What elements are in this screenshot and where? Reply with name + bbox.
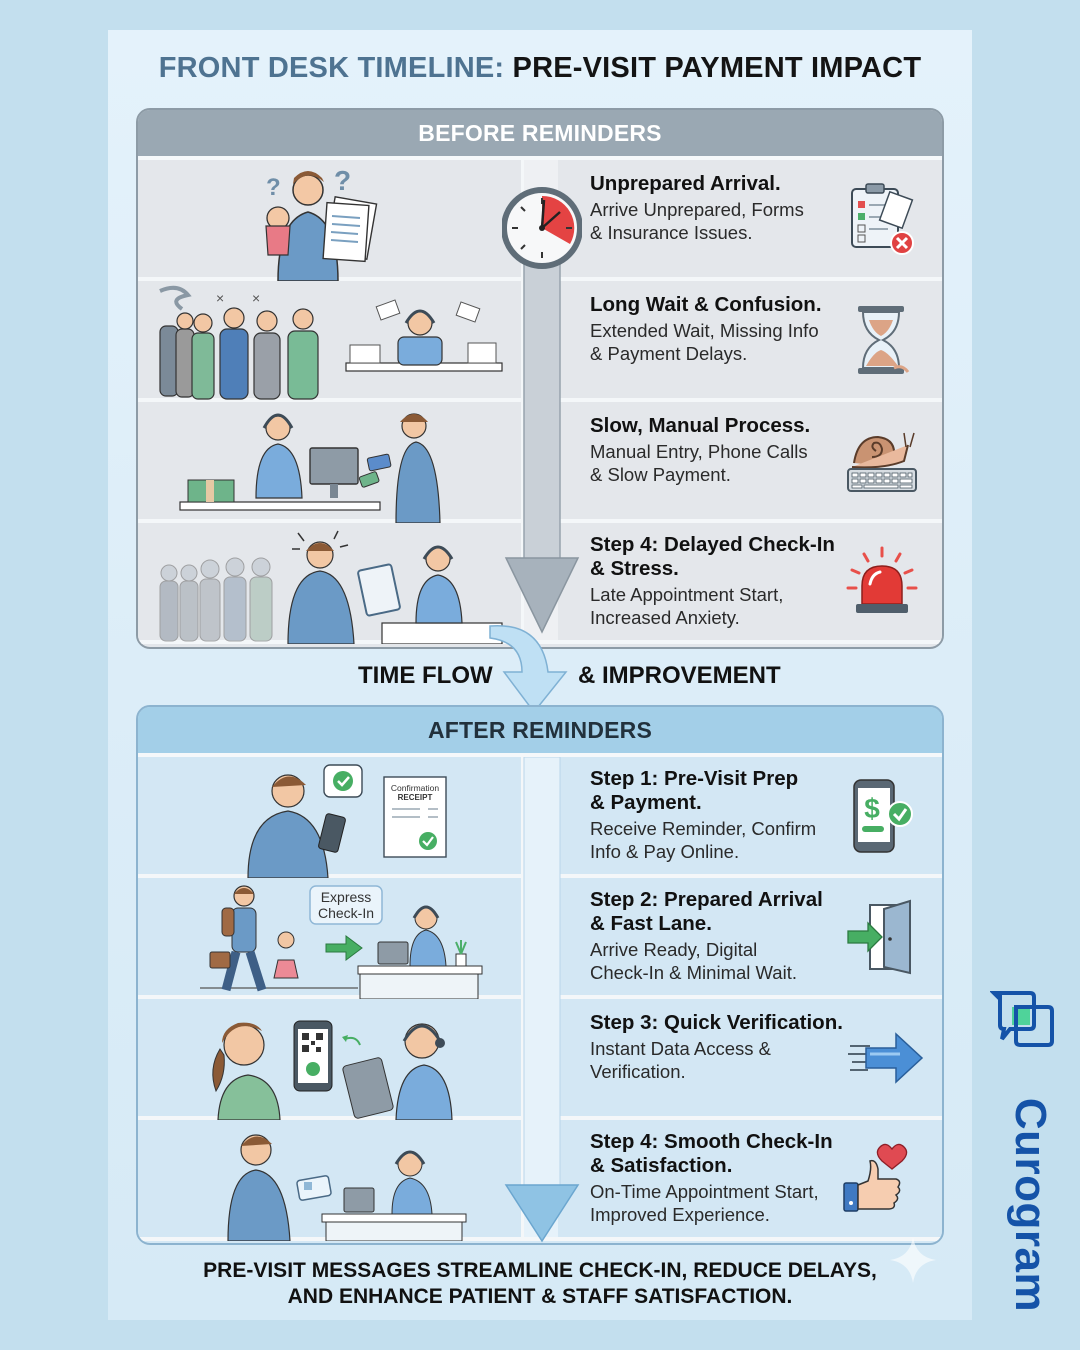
illustration-phone-confirmation: Confirmation RECEIPT xyxy=(138,757,524,879)
illustration-express-checkin: Express Check-In xyxy=(138,878,524,1000)
row-heading-line-1: Step 2: Prepared Arrival xyxy=(590,888,823,911)
before-row-2-text: Long Wait & Confusion. Extended Wait, Mi… xyxy=(558,281,942,398)
row-heading-line-1: Step 1: Pre-Visit Prep xyxy=(590,767,799,790)
row-description-line-2: & Payment Delays. xyxy=(590,342,748,364)
receipt-subtitle: RECEIPT xyxy=(398,793,433,802)
footer-summary: PRE-VISIT MESSAGES STREAMLINE CHECK-IN, … xyxy=(108,1258,972,1310)
time-flow-label: TIME FLOW xyxy=(358,662,493,689)
row-description-line-2: Increased Anxiety. xyxy=(590,606,740,628)
after-row-3-text: Step 3: Quick Verification. Instant Data… xyxy=(558,999,942,1116)
row-heading-line-1: Step 4: Smooth Check-In xyxy=(590,1130,833,1153)
after-row-4-text: Step 4: Smooth Check-In & Satisfaction. … xyxy=(558,1120,942,1237)
before-panel-header: BEFORE REMINDERS xyxy=(138,110,942,160)
illustration-confused-parent: ? ? xyxy=(138,160,524,282)
row-description-line-1: On-Time Appointment Start, xyxy=(590,1181,819,1202)
illustration-smooth-checkin xyxy=(138,1120,524,1242)
title-part-1: FRONT DESK TIMELINE: xyxy=(158,52,505,84)
before-row-1-text: Unprepared Arrival. Arrive Unprepared, F… xyxy=(558,160,942,277)
row-description-line-2: Improved Experience. xyxy=(590,1203,770,1225)
curved-transition-arrow xyxy=(489,624,568,714)
row-description-line-2: Check-In & Minimal Wait. xyxy=(590,961,797,983)
page-title: FRONT DESK TIMELINE: PRE-VISIT PAYMENT I… xyxy=(108,52,972,85)
svg-text:×: × xyxy=(216,290,224,306)
curogram-logo-icon xyxy=(990,991,1054,1047)
row-description-line-1: Extended Wait, Missing Info xyxy=(590,320,819,341)
row-heading-line-2: & Stress. xyxy=(590,557,679,580)
clipboard-x-icon xyxy=(851,182,914,255)
row-description-line-1: Manual Entry, Phone Calls xyxy=(590,441,808,462)
row-heading: Long Wait & Confusion. xyxy=(590,293,822,316)
title-part-2: PRE-VISIT PAYMENT IMPACT xyxy=(512,52,922,84)
row-heading-line-2: & Fast Lane. xyxy=(590,912,712,935)
svg-text:×: × xyxy=(252,290,260,306)
row-description-line-2: & Slow Payment. xyxy=(590,463,731,485)
after-panel-header: AFTER REMINDERS xyxy=(138,707,942,757)
illustration-long-queue: ×× xyxy=(138,281,524,400)
after-reminders-panel: AFTER REMINDERS Confirmation RECEIPT xyxy=(136,705,944,1245)
express-checkin-sign-line-2: Check-In xyxy=(318,905,374,921)
svg-text:$: $ xyxy=(864,793,880,824)
row-heading: Slow, Manual Process. xyxy=(590,414,811,437)
brand-name: Curogram xyxy=(1006,1097,1055,1313)
illustration-qr-verification xyxy=(138,999,524,1121)
row-heading-line-2: & Payment. xyxy=(590,791,702,814)
fast-arrow-icon xyxy=(848,1031,924,1084)
phone-payment-check-icon: $ xyxy=(853,778,913,853)
row-heading-line-1: Step 4: Delayed Check-In xyxy=(590,533,835,556)
row-description-line-2: & Insurance Issues. xyxy=(590,221,753,243)
clock-icon xyxy=(502,187,582,269)
row-description-line-1: Arrive Unprepared, Forms xyxy=(590,199,804,220)
after-row-2-text: Step 2: Prepared Arrival & Fast Lane. Ar… xyxy=(558,878,942,995)
svg-text:?: ? xyxy=(266,174,281,201)
row-description-line-1: Late Appointment Start, xyxy=(590,584,784,605)
infographic-poster: FRONT DESK TIMELINE: PRE-VISIT PAYMENT I… xyxy=(108,30,972,1320)
footer-line-2: AND ENHANCE PATIENT & STAFF SATISFACTION… xyxy=(287,1285,793,1308)
row-description-line-1: Arrive Ready, Digital xyxy=(590,939,758,960)
receipt-title: Confirmation xyxy=(391,783,439,793)
row-description-line-1: Receive Reminder, Confirm xyxy=(590,818,817,839)
before-row-4-text: Step 4: Delayed Check-In & Stress. Late … xyxy=(558,523,942,640)
illustration-stressed-checkin xyxy=(138,523,524,645)
row-heading: Step 3: Quick Verification. xyxy=(590,1011,843,1034)
illustration-manual-payment xyxy=(138,402,524,524)
svg-text:?: ? xyxy=(334,165,351,196)
footer-line-1: PRE-VISIT MESSAGES STREAMLINE CHECK-IN, … xyxy=(203,1259,877,1282)
express-checkin-sign-line-1: Express xyxy=(321,889,372,905)
sparkle-decoration-icon xyxy=(890,1237,936,1283)
row-heading-line-2: & Satisfaction. xyxy=(590,1154,733,1177)
snail-keyboard-icon xyxy=(847,432,917,492)
before-timeline-arrow xyxy=(502,187,582,634)
row-description-line-2: Verification. xyxy=(590,1060,686,1082)
row-description-line-2: Info & Pay Online. xyxy=(590,840,740,862)
row-description-line-1: Instant Data Access & xyxy=(590,1038,771,1059)
time-flow-banner: TIME FLOW & IMPROVEMENT xyxy=(108,660,972,700)
improvement-label: & IMPROVEMENT xyxy=(578,662,781,689)
row-heading: Unprepared Arrival. xyxy=(590,172,781,195)
before-row-3-text: Slow, Manual Process. Manual Entry, Phon… xyxy=(558,402,942,519)
brand-wordmark: Curogram xyxy=(1000,1090,1060,1320)
thumbs-up-heart-icon xyxy=(843,1143,908,1212)
after-timeline-arrow xyxy=(504,757,580,1243)
door-arrow-icon xyxy=(847,899,911,974)
after-row-1-text: Step 1: Pre-Visit Prep & Payment. Receiv… xyxy=(558,757,942,874)
alarm-siren-icon xyxy=(846,546,918,613)
hourglass-icon xyxy=(858,305,910,374)
before-reminders-panel: BEFORE REMINDERS ? ? Unprep xyxy=(136,108,944,649)
